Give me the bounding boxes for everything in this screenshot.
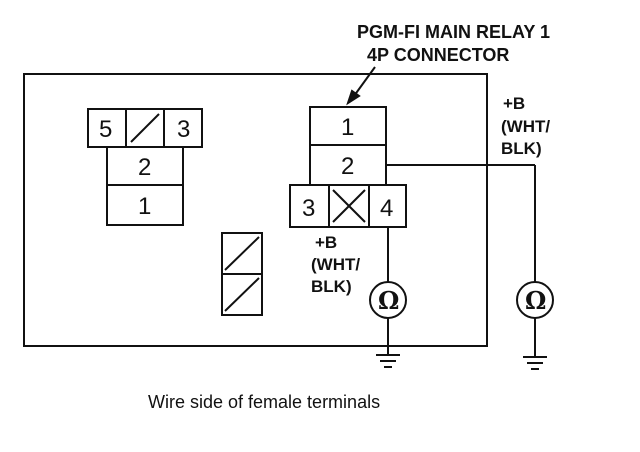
probe-right-label-line1: +B <box>503 94 525 113</box>
left-cell-3: 3 <box>177 116 190 143</box>
relay-cell-4: 4 <box>380 195 393 222</box>
ohmmeter-lower-icon: Ω <box>378 286 399 315</box>
probe-lower-label-line3: BLK) <box>311 277 352 296</box>
probe-right-label-line2: (WHT/ <box>501 117 550 136</box>
relay-bottom-row <box>289 184 407 228</box>
relay-cell-2: 2 <box>341 153 354 180</box>
ohmmeter-probe-terminal-4: Ω <box>369 227 407 368</box>
diagram-caption: Wire side of female terminals <box>148 392 380 412</box>
left-cell-5: 5 <box>99 116 112 143</box>
ohmmeter-right-icon: Ω <box>525 286 546 315</box>
diagram-title-line1: PGM-FI MAIN RELAY 1 <box>357 22 550 42</box>
blank-terminal-slash <box>130 113 160 143</box>
left-connector: 5 3 2 1 <box>87 108 203 226</box>
probe-right-label-line3: BLK) <box>501 139 542 158</box>
relay-cell-1: 1 <box>341 114 354 141</box>
blank-key-block <box>221 232 263 316</box>
blank-terminal-x-b <box>332 189 366 223</box>
connector-panel-outline <box>23 73 488 347</box>
diagram-title-line2: 4P CONNECTOR <box>367 45 509 65</box>
ohmmeter-probe-terminal-2: Ω <box>386 164 554 370</box>
left-connector-row-1 <box>106 184 184 226</box>
relay-4p-connector: 1 2 3 4 <box>289 106 407 228</box>
probe-lower-label-line1: +B <box>315 233 337 252</box>
left-cell-2: 2 <box>138 154 151 181</box>
left-cell-1: 1 <box>138 193 151 220</box>
relay-cell-3: 3 <box>302 195 315 222</box>
title-pointer-arrow <box>346 66 376 106</box>
probe-lower-label-line2: (WHT/ <box>311 255 360 274</box>
